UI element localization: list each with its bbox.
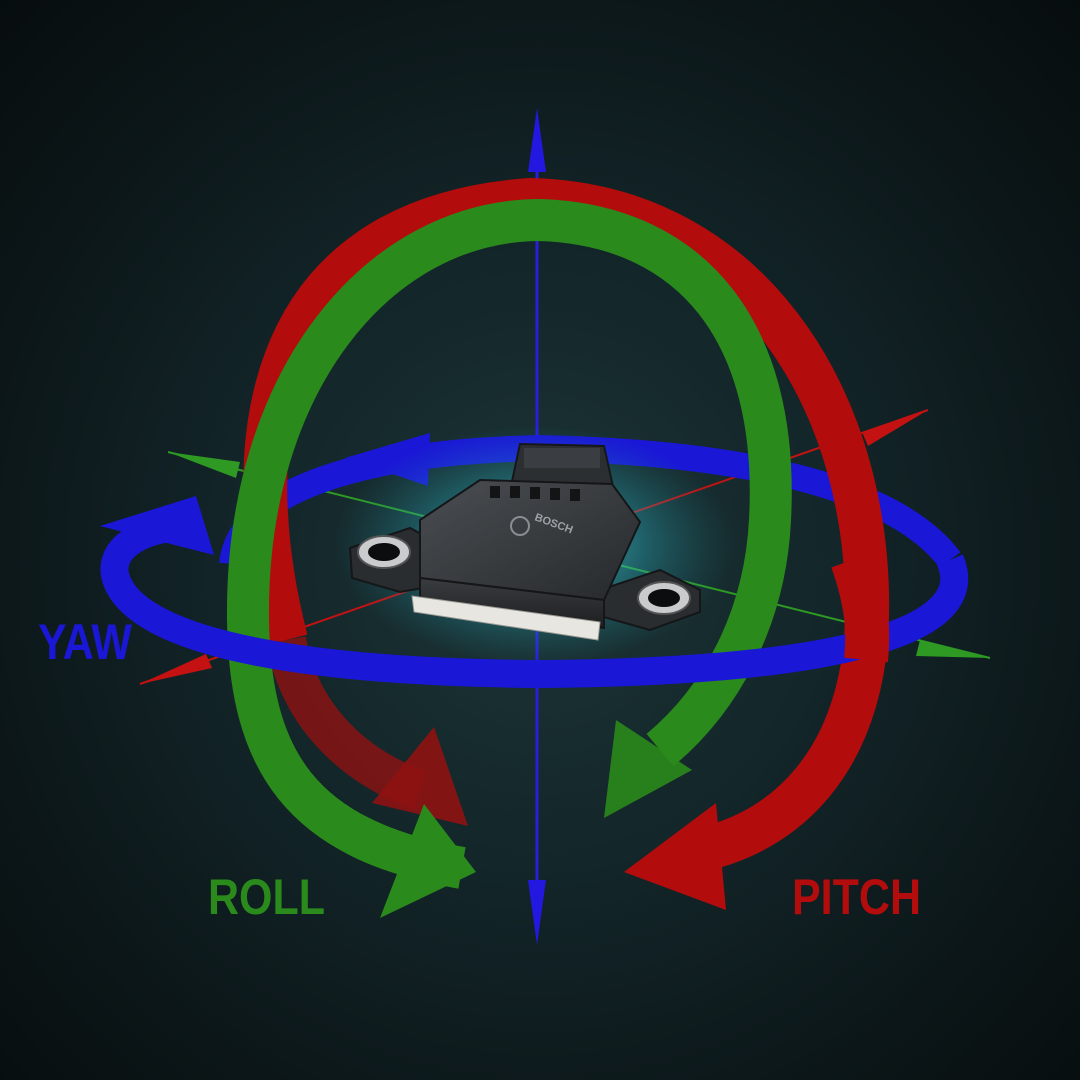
- roll-arrowhead-right: [604, 720, 692, 818]
- roll-label: ROLL: [208, 869, 326, 925]
- yaw-arrowhead-front: [100, 496, 214, 555]
- roll-arrowhead: [380, 804, 476, 918]
- pitch-arrowhead-inner: [372, 727, 468, 826]
- yaw-label: YAW: [38, 614, 133, 670]
- brand-logo-icon: [510, 516, 530, 536]
- yaw-ring-front: [100, 514, 969, 689]
- yaw-rate-sensor-icon: BOSCH: [335, 425, 735, 665]
- pitch-arrowhead: [624, 803, 726, 910]
- pitch-ring-front-segment: [831, 552, 890, 663]
- pitch-label: PITCH: [792, 869, 921, 925]
- roll-ring: [226, 198, 792, 889]
